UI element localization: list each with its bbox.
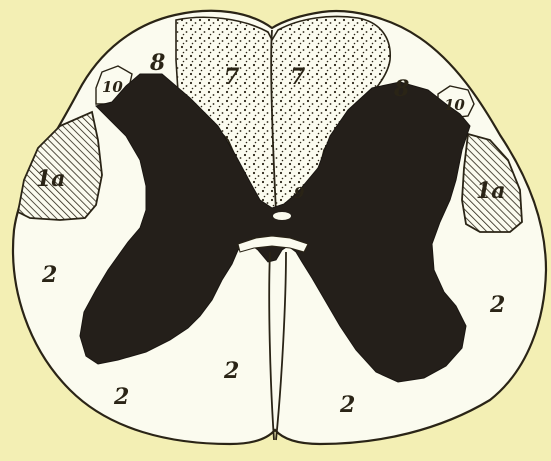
label-region-2-right-upper: 2 [489, 292, 505, 318]
label-region-10-right: 10 [444, 96, 465, 114]
label-region-2-center: 2 [223, 358, 239, 384]
label-region-2-left-upper: 2 [41, 262, 57, 288]
label-region-9: 9 [294, 184, 305, 202]
label-region-2-left-lower: 2 [113, 384, 129, 410]
label-region-8-left: 8 [149, 50, 165, 76]
label-region-1a-right: 1a [476, 178, 506, 204]
central-canal [273, 212, 291, 220]
label-region-7-left: 7 [224, 64, 240, 90]
label-region-7-right: 7 [290, 64, 306, 90]
label-region-2-right-lower: 2 [339, 392, 355, 418]
label-region-8-right: 8 [393, 76, 409, 102]
label-region-10-left: 10 [102, 78, 123, 96]
label-region-1a-left: 1a [36, 166, 66, 192]
